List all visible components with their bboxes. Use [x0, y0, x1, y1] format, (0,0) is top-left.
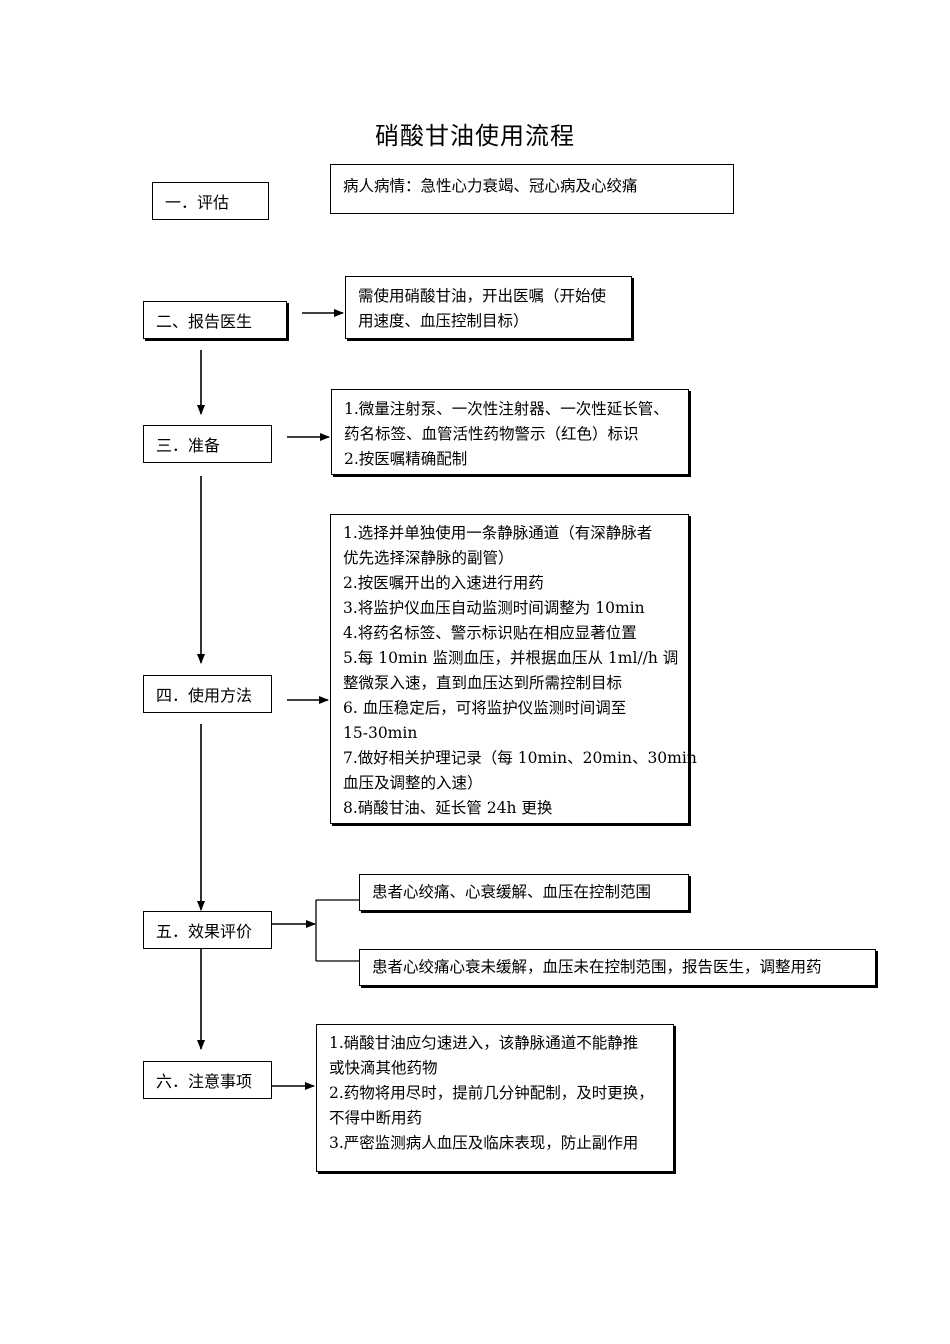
report-line: 需使用硝酸甘油，开出医嘱（开始使 — [358, 287, 607, 305]
precautions-line: 2.药物将用尽时，提前几分钟配制，及时更换， — [329, 1084, 654, 1102]
step-precautions-label: 六．注意事项 — [156, 1072, 253, 1091]
precautions-line: 不得中断用药 — [329, 1109, 423, 1127]
method-line: 4.将药名标签、警示标识贴在相应显著位置 — [343, 624, 637, 642]
method-line: 6. 血压稳定后，可将监护仪监测时间调至 — [343, 699, 627, 717]
step-assessment: 一．评估 — [152, 182, 269, 220]
precautions-detail-box: 1.硝酸甘油应匀速进入，该静脉通道不能静推 或快滴其他药物 2.药物将用尽时，提… — [316, 1024, 674, 1172]
precautions-line: 或快滴其他药物 — [329, 1059, 438, 1077]
report-detail-box: 需使用硝酸甘油，开出医嘱（开始使 用速度、血压控制目标） — [345, 276, 632, 339]
step-precautions: 六．注意事项 — [143, 1061, 272, 1099]
preparation-line: 药名标签、血管活性药物警示（红色）标识 — [344, 425, 639, 443]
step-assessment-label: 一．评估 — [165, 193, 230, 212]
method-line: 血压及调整的入速） — [343, 774, 483, 792]
assessment-detail-box: 病人病情：急性心力衰竭、冠心病及心绞痛 — [330, 164, 734, 214]
evaluation-ineffective-text: 患者心绞痛心衰未缓解，血压未在控制范围，报告医生，调整用药 — [372, 958, 822, 976]
preparation-detail-box: 1.微量注射泵、一次性注射器、一次性延长管、 药名标签、血管活性药物警示（红色）… — [331, 389, 689, 475]
method-detail-box: 1.选择并单独使用一条静脉通道（有深静脉者 优先选择深静脉的副管） 2.按医嘱开… — [330, 514, 697, 824]
precautions-line: 3.严密监测病人血压及临床表现，防止副作用 — [329, 1134, 639, 1152]
method-line: 优先选择深静脉的副管） — [343, 549, 514, 567]
page-title: 硝酸甘油使用流程 — [375, 122, 575, 150]
preparation-line: 1.微量注射泵、一次性注射器、一次性延长管、 — [344, 400, 669, 418]
step-effect-evaluation: 五．效果评价 — [143, 911, 272, 949]
method-line: 7.做好相关护理记录（每 10min、20min、30min — [343, 749, 697, 767]
method-line: 15-30min — [343, 724, 418, 742]
step-effect-evaluation-label: 五．效果评价 — [156, 922, 253, 941]
step-report-doctor-label: 二、报告医生 — [156, 312, 253, 331]
step-usage-method-label: 四．使用方法 — [156, 686, 253, 705]
method-line: 2.按医嘱开出的入速进行用药 — [343, 574, 544, 592]
method-line: 8.硝酸甘油、延长管 24h 更换 — [343, 799, 553, 817]
precautions-line: 1.硝酸甘油应匀速进入，该静脉通道不能静推 — [329, 1034, 639, 1052]
evaluation-effective-text: 患者心绞痛、心衰缓解、血压在控制范围 — [372, 883, 652, 901]
method-line: 5.每 10min 监测血压，并根据血压从 1ml//h 调 — [343, 649, 679, 667]
method-line: 1.选择并单独使用一条静脉通道（有深静脉者 — [343, 524, 653, 542]
method-line: 整微泵入速，直到血压达到所需控制目标 — [343, 674, 623, 692]
method-line: 3.将监护仪血压自动监测时间调整为 10min — [343, 599, 645, 617]
step-preparation-label: 三．准备 — [156, 436, 221, 455]
assessment-text: 病人病情：急性心力衰竭、冠心病及心绞痛 — [343, 177, 638, 195]
evaluation-effective-box: 患者心绞痛、心衰缓解、血压在控制范围 — [359, 874, 689, 911]
step-usage-method: 四．使用方法 — [143, 675, 272, 713]
preparation-line: 2.按医嘱精确配制 — [344, 450, 468, 468]
evaluation-ineffective-box: 患者心绞痛心衰未缓解，血压未在控制范围，报告医生，调整用药 — [359, 949, 876, 986]
step-report-doctor: 二、报告医生 — [143, 301, 287, 339]
step-preparation: 三．准备 — [143, 425, 272, 463]
report-line: 用速度、血压控制目标） — [358, 312, 529, 330]
